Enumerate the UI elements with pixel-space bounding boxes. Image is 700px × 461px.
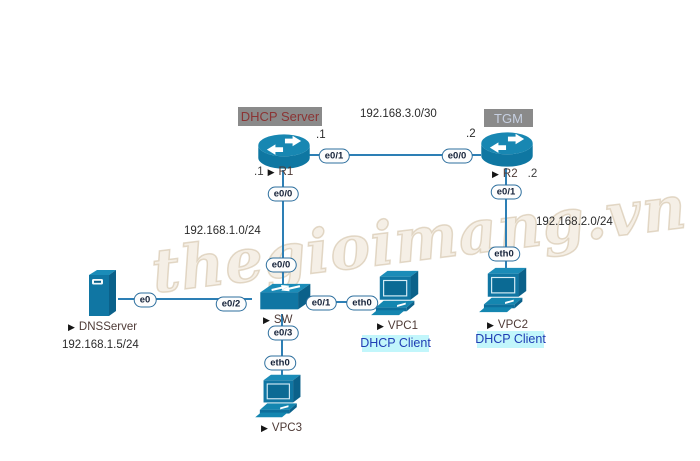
device-label-dns: ▶ DNSServer xyxy=(68,321,137,333)
interface-badge-dns-e0: e0 xyxy=(133,292,157,308)
device-name-r2: R2 xyxy=(502,168,518,180)
link-r1-r2 xyxy=(309,154,481,156)
device-name-vpc2: VPC2 xyxy=(497,319,528,331)
interface-badge-vpc2-eth0: eth0 xyxy=(488,246,520,262)
link-sw-vpc1 xyxy=(310,301,374,303)
router-r1-icon[interactable] xyxy=(255,132,313,172)
ip-label-dns: 192.168.1.5/24 xyxy=(62,339,139,351)
play-triangle-icon: ▶ xyxy=(261,422,268,433)
interface-badge-sw-e0-0: e0/0 xyxy=(265,257,297,273)
interface-badge-vpc3-eth0: eth0 xyxy=(264,355,296,371)
device-label-vpc3: ▶ VPC3 xyxy=(261,422,302,434)
interface-badge-sw-e0-3: e0/3 xyxy=(267,325,299,341)
device-name-dns: DNSServer xyxy=(78,321,138,333)
device-name-r1: R1 xyxy=(278,166,294,178)
link-sw-vpc3 xyxy=(281,314,283,376)
link-dns-sw xyxy=(118,298,252,300)
play-triangle-icon: ▶ xyxy=(492,168,499,179)
device-label-vpc1: ▶ VPC1 xyxy=(377,320,418,332)
play-triangle-icon: ▶ xyxy=(487,319,494,330)
point-label-r1-lan: .1 xyxy=(254,166,264,178)
interface-badge-r1-e0-1: e0/1 xyxy=(318,148,350,164)
device-label-r2: ▶ R2 .2 xyxy=(492,168,537,180)
server-dns-icon[interactable] xyxy=(83,268,119,322)
interface-badge-vpc1-eth0: eth0 xyxy=(346,295,378,311)
pc-vpc1-icon[interactable] xyxy=(370,268,428,318)
device-name-vpc1: VPC1 xyxy=(387,320,418,332)
pc-vpc3-icon[interactable] xyxy=(254,372,310,420)
interface-badge-sw-e0-1: e0/1 xyxy=(305,295,337,311)
switch-sw-icon[interactable] xyxy=(250,281,314,315)
device-label-sw: ▶ SW xyxy=(263,314,292,326)
dhcp-client-tag-vpc2: DHCP Client xyxy=(475,331,546,348)
play-triangle-icon: ▶ xyxy=(263,314,270,325)
tgm-tag: TGM xyxy=(484,109,533,127)
device-label-vpc2: ▶ VPC2 xyxy=(487,319,528,331)
pc-vpc2-icon[interactable] xyxy=(478,265,536,315)
device-name-sw: SW xyxy=(273,314,293,326)
network-label-wan: 192.168.3.0/30 xyxy=(360,108,437,120)
play-triangle-icon: ▶ xyxy=(267,166,275,177)
link-r1-sw xyxy=(282,170,284,286)
point-label-r1-wan: .1 xyxy=(316,129,326,141)
dhcp-client-tag-vpc1: DHCP Client xyxy=(360,335,431,352)
dhcp-server-tag: DHCP Server xyxy=(238,107,322,126)
network-label-lan2: 192.168.2.0/24 xyxy=(536,216,613,228)
device-name-vpc3: VPC3 xyxy=(271,422,302,434)
point-label-r2-wan: .2 xyxy=(466,128,476,140)
network-label-lan1: 192.168.1.0/24 xyxy=(184,225,261,237)
link-r2-vpc2 xyxy=(505,168,507,268)
play-triangle-icon: ▶ xyxy=(68,321,75,332)
interface-badge-r2-e0-1: e0/1 xyxy=(490,184,522,200)
play-triangle-icon: ▶ xyxy=(377,320,384,331)
interface-badge-r1-e0-0: e0/0 xyxy=(267,186,299,202)
router-r2-icon[interactable] xyxy=(478,130,536,170)
interface-badge-sw-e0-2: e0/2 xyxy=(215,296,247,312)
point-label-r2-lan: .2 xyxy=(527,168,538,180)
device-label-r1: .1 ▶ R1 xyxy=(254,166,293,178)
interface-badge-r2-e0-0: e0/0 xyxy=(441,148,473,164)
